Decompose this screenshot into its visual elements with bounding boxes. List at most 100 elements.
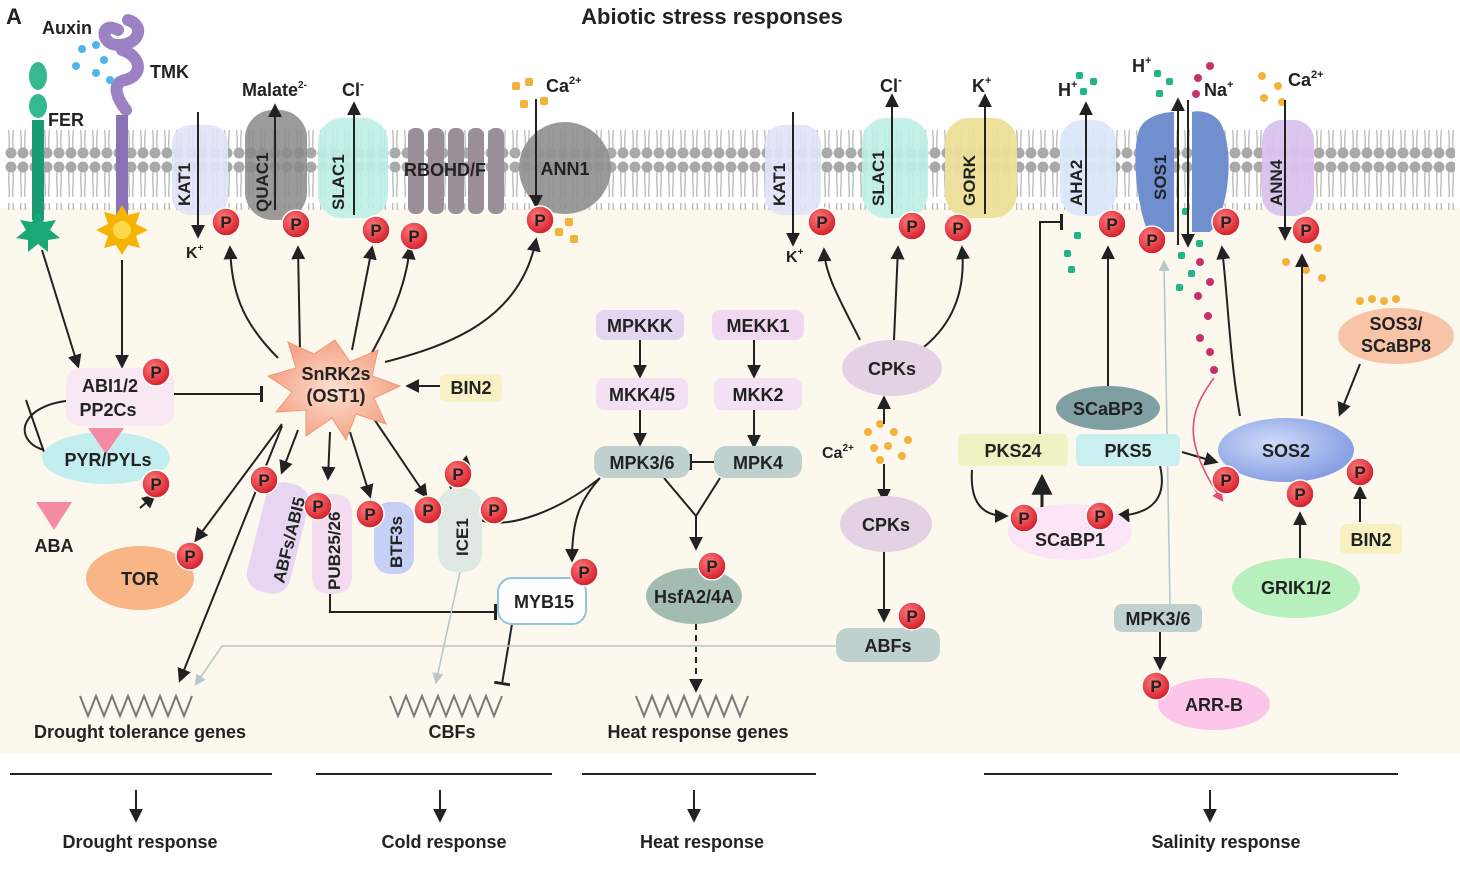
phospho-circle-28	[1345, 457, 1375, 487]
phospho-circle-27	[1285, 479, 1315, 509]
aha2-label: AHA2	[1067, 160, 1086, 206]
cl-label-right: Cl-	[880, 73, 902, 96]
phospho-circle-8	[249, 465, 279, 495]
mpkkk-label: MPKKK	[607, 316, 673, 336]
pks24-label: PKS24	[984, 441, 1041, 461]
myb15-label: MYB15	[514, 592, 574, 612]
mpk36-label-left: MPK3/6	[609, 453, 674, 473]
quac1-label: QUAC1	[253, 152, 272, 212]
ice1-label: ICE1	[453, 518, 472, 556]
ann4-channel	[1262, 120, 1314, 216]
snrk-label: SnRK2s	[301, 364, 370, 384]
pyr-label: PYR/PYLs	[64, 450, 151, 470]
phospho-circle-24	[1009, 503, 1039, 533]
auxin-label: Auxin	[42, 18, 92, 38]
phospho-circle-18	[943, 213, 973, 243]
sos2-label: SOS2	[1262, 441, 1310, 461]
fer-label: FER	[48, 110, 84, 130]
heat-genes-label: Heat response genes	[607, 722, 788, 742]
phospho-circle-16	[807, 207, 837, 237]
phospho-label-20: P	[1146, 231, 1157, 250]
pks5-label: PKS5	[1104, 441, 1151, 461]
phospho-label-1: P	[290, 215, 301, 234]
malate-label: Malate2-	[242, 80, 307, 100]
phospho-label-14: P	[578, 563, 589, 582]
drought-response: Drought response	[62, 832, 217, 852]
phospho-circle-14	[569, 557, 599, 587]
phospho-label-9: P	[312, 497, 323, 516]
k-label-right: K+	[786, 247, 804, 266]
phospho-circle-19	[1097, 209, 1127, 239]
phospho-label-2: P	[370, 221, 381, 240]
abfs-label: ABFs	[864, 636, 911, 656]
slac1-channel-right	[862, 118, 928, 218]
phospho-label-8: P	[258, 471, 269, 490]
auxin-molecules	[72, 41, 114, 84]
kat1-channel-left	[172, 125, 228, 215]
calcium-ions-right	[864, 72, 1400, 464]
node-shapes	[36, 308, 1454, 730]
kat1-label-left: KAT1	[175, 163, 194, 206]
aba-label: ABA	[35, 536, 74, 556]
phospho-label-26: P	[1220, 471, 1231, 490]
bin2-label-right: BIN2	[1350, 530, 1391, 550]
phospho-label-25: P	[1094, 507, 1105, 526]
phospho-circle-0	[211, 207, 241, 237]
tmk-receptor	[96, 14, 148, 255]
gork-label: GORK	[960, 154, 979, 206]
phospho-circle-29	[1141, 671, 1171, 701]
cbfs-label: CBFs	[428, 722, 475, 742]
mekk1-label: MEKK1	[726, 316, 789, 336]
phospho-circle-12	[443, 459, 473, 489]
phospho-label-29: P	[1150, 677, 1161, 696]
cold-response: Cold response	[381, 832, 506, 852]
heat-response: Heat response	[640, 832, 764, 852]
phospho-label-7: P	[184, 547, 195, 566]
phospho-circle-5	[141, 357, 171, 387]
slac1-label-right: SLAC1	[869, 150, 888, 206]
tor-label: TOR	[121, 569, 159, 589]
mpk4-label: MPK4	[733, 453, 783, 473]
sodium-ions	[1192, 62, 1218, 374]
sos1-label: SOS1	[1151, 155, 1170, 200]
abi-label: ABI1/2	[82, 376, 138, 396]
phospho-circle-10	[355, 499, 385, 529]
h-label-sos1: H+	[1132, 55, 1151, 76]
phospho-label-5: P	[150, 363, 161, 382]
hsfa-label: HsfA2/4A	[654, 587, 734, 607]
phospho-circle-4	[525, 205, 555, 235]
phospho-label-16: P	[816, 213, 827, 232]
phospho-label-15: P	[706, 557, 717, 576]
phospho-label-4: P	[534, 211, 545, 230]
phospho-circle-13	[479, 495, 509, 525]
phospho-circle-9	[303, 491, 333, 521]
aha2-pump	[1060, 120, 1116, 216]
tmk-label: TMK	[150, 62, 189, 82]
ann4-label: ANN4	[1267, 159, 1286, 206]
pathway-arrows	[10, 93, 1398, 823]
ann1-channel	[519, 122, 611, 214]
grik-label: GRIK1/2	[1261, 578, 1331, 598]
fer-receptor	[16, 62, 60, 252]
cpks-label-top: CPKs	[868, 359, 916, 379]
phospho-label-13: P	[488, 501, 499, 520]
phospho-circle-25	[1085, 501, 1115, 531]
snrk2-star	[266, 339, 402, 442]
rbohd-label: RBOHD/F	[404, 160, 486, 180]
phospho-label-28: P	[1354, 463, 1365, 482]
phospho-label-0: P	[220, 213, 231, 232]
phospho-label-23: P	[906, 607, 917, 626]
calcium-ions-left	[512, 78, 578, 243]
phospho-label-6: P	[150, 475, 161, 494]
salinity-response: Salinity response	[1151, 832, 1300, 852]
ca-label-left: Ca2+	[546, 75, 582, 96]
gray-arrows	[194, 259, 1171, 686]
phospho-circle-21	[1211, 207, 1241, 237]
phospho-label-3: P	[408, 227, 419, 246]
phospho-circle-22	[1291, 215, 1321, 245]
scabp1-label: SCaBP1	[1035, 530, 1105, 550]
mpk36-label-right: MPK3/6	[1125, 609, 1190, 629]
phospho-circle-7	[175, 541, 205, 571]
